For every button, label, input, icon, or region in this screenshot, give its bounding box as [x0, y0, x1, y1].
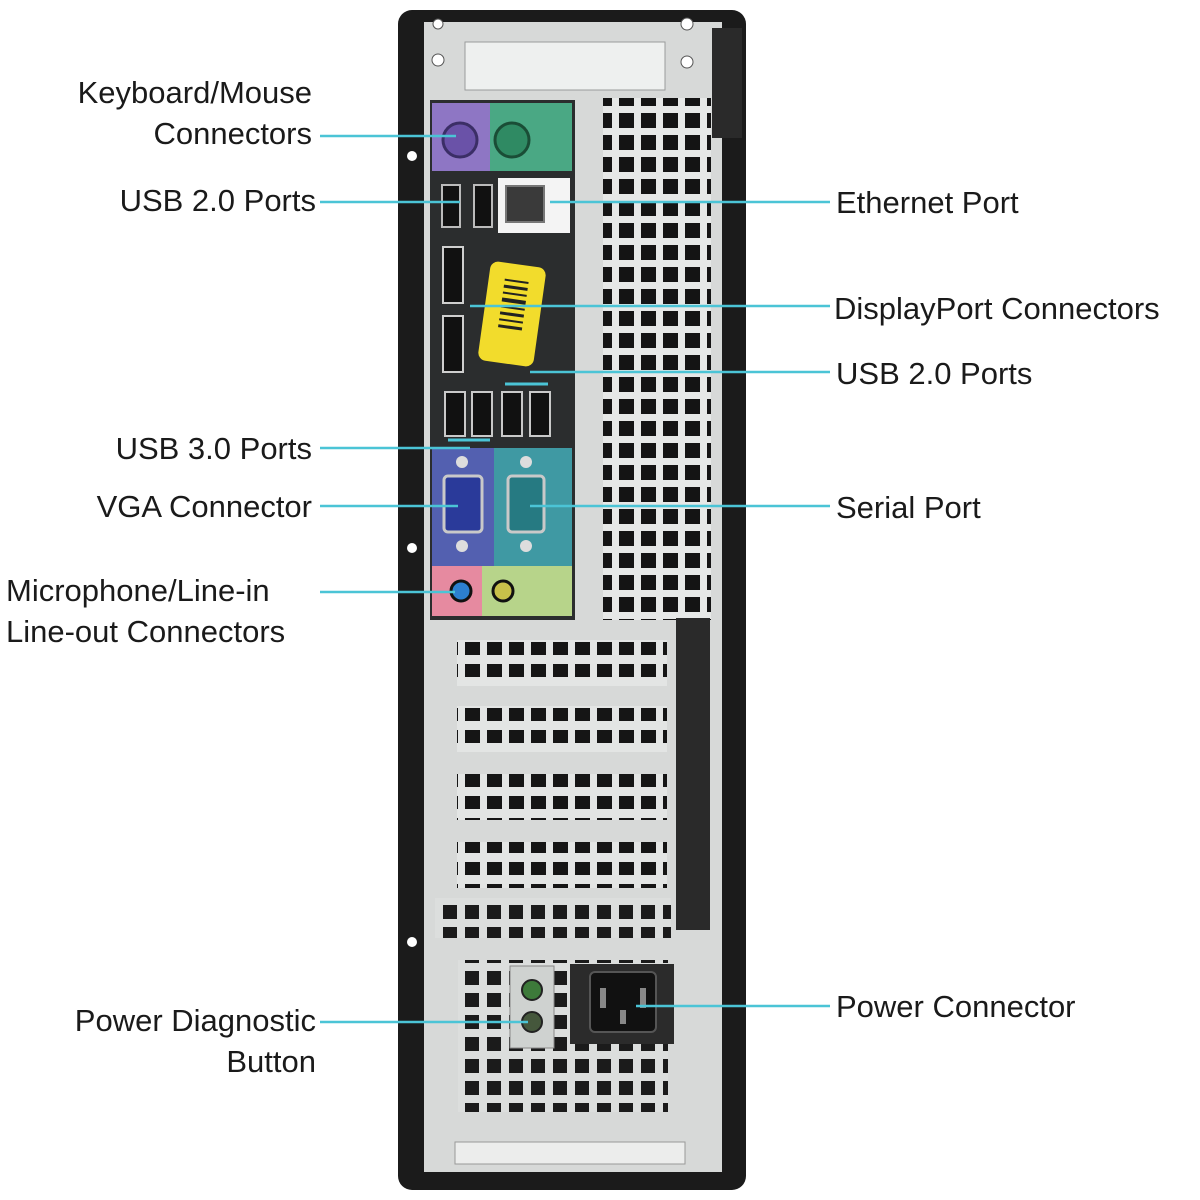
displayport-port: [442, 246, 464, 304]
label-line: USB 3.0 Ports: [115, 431, 312, 466]
label-serial: Serial Port: [836, 487, 981, 528]
label-keyboard-mouse: Keyboard/Mouse Connectors: [78, 72, 312, 154]
label-line: Connectors: [153, 116, 312, 151]
usb3-port: [471, 391, 493, 437]
usb2-lower-port: [529, 391, 551, 437]
label-line: Power Diagnostic: [74, 1003, 316, 1038]
label-ethernet: Ethernet Port: [836, 182, 1019, 223]
label-line: Line-out Connectors: [6, 614, 286, 649]
screw: [432, 18, 444, 30]
label-line: Button: [226, 1044, 316, 1079]
power-diagnostic-led: [521, 979, 543, 1001]
power-pin: [620, 1010, 626, 1024]
power-diagnostic-housing: [509, 965, 555, 1049]
top-slot: [464, 41, 666, 91]
usb2-lower-port: [501, 391, 523, 437]
screw: [680, 55, 694, 69]
vga-port: [442, 474, 484, 534]
leader-lines: [320, 134, 830, 1024]
label-line: Power Connector: [836, 989, 1076, 1024]
psu-label: [454, 1141, 686, 1165]
serial-screw: [520, 540, 532, 552]
slot-bracket-bar: [676, 618, 710, 930]
expansion-slot: [457, 640, 667, 686]
label-vga: VGA Connector: [97, 486, 312, 527]
label-line: USB 2.0 Ports: [119, 183, 316, 218]
psu-vent: [435, 898, 671, 938]
usb2-top-port: [441, 184, 461, 228]
label-audio: Microphone/Line-in Line-out Connectors: [6, 570, 285, 652]
expansion-slot: [457, 842, 667, 888]
ps2-keyboard-port: [441, 121, 479, 159]
power-pin: [600, 988, 606, 1008]
label-line: USB 2.0 Ports: [836, 356, 1033, 391]
vga-screw: [456, 456, 468, 468]
screw: [407, 151, 417, 161]
label-usb3: USB 3.0 Ports: [116, 428, 312, 469]
usb2-top-port: [473, 184, 493, 228]
label-line: Microphone/Line-in: [6, 573, 270, 608]
vent-grid: [603, 98, 711, 620]
label-line: Keyboard/Mouse: [77, 75, 312, 110]
screw: [407, 543, 417, 553]
label-displayport: DisplayPort Connectors: [834, 288, 1160, 329]
barcode: [498, 278, 529, 331]
expansion-slot: [457, 706, 667, 752]
label-power-diagnostic: Power Diagnostic Button: [75, 1000, 316, 1082]
usb3-port: [444, 391, 466, 437]
line-out-jack: [491, 579, 515, 603]
top-latch: [712, 28, 742, 138]
vga-screw: [456, 540, 468, 552]
ps2-mouse-port: [493, 121, 531, 159]
label-power-connector: Power Connector: [836, 986, 1076, 1027]
serial-port: [506, 474, 546, 534]
screw: [680, 17, 694, 31]
label-usb2-lower: USB 2.0 Ports: [836, 353, 1032, 394]
label-line: Ethernet Port: [836, 185, 1019, 220]
displayport-port: [442, 315, 464, 373]
screw: [431, 53, 445, 67]
power-connector-socket: [589, 971, 657, 1033]
ethernet-port: [505, 185, 545, 223]
label-usb2-top: USB 2.0 Ports: [120, 180, 316, 221]
label-line: Serial Port: [836, 490, 981, 525]
screw: [407, 937, 417, 947]
label-line: DisplayPort Connectors: [834, 291, 1160, 326]
serial-screw: [520, 456, 532, 468]
expansion-slot: [457, 774, 667, 820]
label-line: VGA Connector: [96, 489, 312, 524]
power-pin: [640, 988, 646, 1008]
